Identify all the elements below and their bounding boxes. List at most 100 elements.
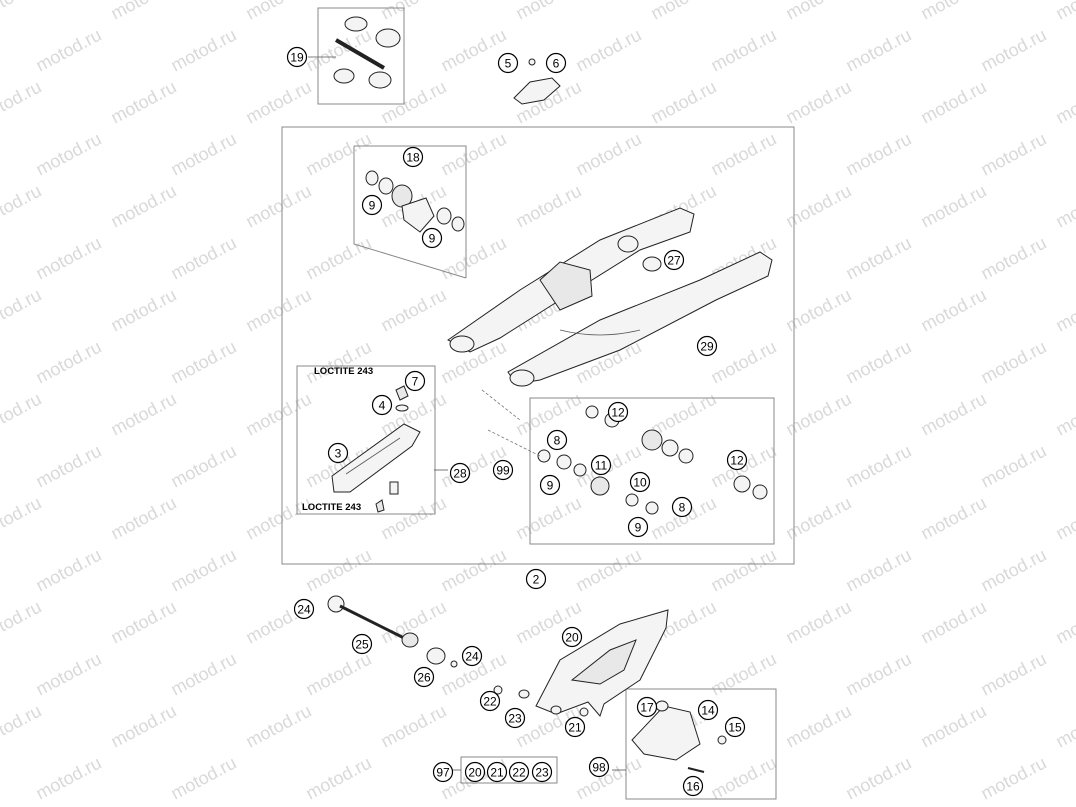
watermark-text: motod.ru <box>917 0 989 24</box>
callout-number: 14 <box>701 704 715 718</box>
watermark-text: motod.ru <box>32 129 104 180</box>
watermark-text: motod.ru <box>647 77 719 128</box>
callout-number: 17 <box>640 701 654 715</box>
callout-12: 12 <box>726 449 748 471</box>
swingarm <box>447 207 773 387</box>
callout-24: 24 <box>293 598 315 620</box>
watermark-text: motod.ru <box>782 389 854 440</box>
callout-2: 2 <box>525 568 547 590</box>
callout-circle <box>607 401 629 423</box>
callout-number: 10 <box>633 476 647 490</box>
watermark-text: motod.ru <box>167 25 239 76</box>
callout-number: 2 <box>533 573 540 587</box>
frame-pivot-bracket-lower <box>353 146 467 279</box>
callout-number: 4 <box>379 399 386 413</box>
callout-number: 6 <box>553 57 560 71</box>
watermark-text: motod.ru <box>242 701 314 752</box>
watermark-text: motod.ru <box>167 441 239 492</box>
watermark-text: motod.ru <box>107 285 179 336</box>
callout-29: 29 <box>696 335 718 357</box>
callout-number: 15 <box>728 721 742 735</box>
callout-circle <box>492 459 514 481</box>
watermark-text: motod.ru <box>782 0 854 24</box>
watermark-text: motod.ru <box>1052 493 1076 544</box>
callout-number: 8 <box>554 434 561 448</box>
watermark-text: motod.ru <box>782 701 854 752</box>
watermark-text: motod.ru <box>302 129 374 180</box>
watermark-text: motod.ru <box>782 493 854 544</box>
callout-number: 12 <box>730 454 744 468</box>
callout-number: 27 <box>667 254 681 268</box>
watermark-text: motod.ru <box>572 545 644 596</box>
watermark-text: motod.ru <box>917 77 989 128</box>
watermark-text: motod.ru <box>242 389 314 440</box>
callout-number: 28 <box>453 467 467 481</box>
callout-23: 23 <box>531 761 553 783</box>
watermark-text: motod.ru <box>512 0 584 24</box>
callout-99: 99 <box>492 459 514 481</box>
callout-number: 7 <box>412 375 419 389</box>
callout-circle <box>629 471 651 493</box>
watermark-text: motod.ru <box>437 545 509 596</box>
watermark-text: motod.ru <box>917 389 989 440</box>
callout-circle <box>351 633 373 655</box>
watermark-text: motod.ru <box>167 129 239 180</box>
note-loctite-top: LOCTITE 243 <box>314 366 373 377</box>
watermark-text: motod.ru <box>302 337 374 388</box>
watermark-text: motod.ru <box>842 233 914 284</box>
watermark-text: motod.ru <box>977 441 1049 492</box>
callout-22: 22 <box>508 761 530 783</box>
watermark-text: motod.ru <box>32 25 104 76</box>
callout-number: 97 <box>436 766 450 780</box>
frame-chain-guide <box>625 688 777 800</box>
watermark-text: motod.ru <box>1052 597 1076 648</box>
callout-circle <box>546 429 568 451</box>
watermark-text: motod.ru <box>977 753 1049 804</box>
frame-swingarm-group <box>281 126 795 565</box>
watermark-text: motod.ru <box>707 25 779 76</box>
callout-circle <box>539 474 561 496</box>
callout-circle <box>461 645 483 667</box>
watermark-text: motod.ru <box>782 597 854 648</box>
callout-circle <box>636 696 658 718</box>
watermark-text: motod.ru <box>842 129 914 180</box>
callout-28: 28 <box>449 462 471 484</box>
callout-number: 9 <box>429 232 436 246</box>
watermark-text: motod.ru <box>302 753 374 804</box>
watermark-text: motod.ru <box>0 597 45 648</box>
callout-23: 23 <box>504 707 526 729</box>
callout-number: 26 <box>417 671 431 685</box>
watermark-text: motod.ru <box>377 701 449 752</box>
callout-6: 6 <box>545 52 567 74</box>
callout-circle <box>726 449 748 471</box>
watermark-text: motod.ru <box>707 337 779 388</box>
watermark-text: motod.ru <box>32 753 104 804</box>
watermark-text: motod.ru <box>842 753 914 804</box>
watermark-text: motod.ru <box>167 337 239 388</box>
watermark-text: motod.ru <box>242 285 314 336</box>
watermark-text: motod.ru <box>782 77 854 128</box>
watermark-text: motod.ru <box>32 233 104 284</box>
callout-18: 18 <box>402 146 424 168</box>
watermark-text: motod.ru <box>302 25 374 76</box>
callout-circle <box>545 52 567 74</box>
callout-8: 8 <box>671 496 693 518</box>
callout-circle <box>564 716 586 738</box>
callout-number: 24 <box>465 650 479 664</box>
callout-14: 14 <box>697 699 719 721</box>
pivot-bearings <box>365 170 465 233</box>
callout-number: 9 <box>635 521 642 535</box>
watermark-text: motod.ru <box>32 337 104 388</box>
frame-group-19 <box>317 7 405 105</box>
watermark-text: motod.ru <box>707 129 779 180</box>
callout-circle <box>286 46 308 68</box>
callout-circle <box>413 666 435 688</box>
callout-circle <box>531 761 553 783</box>
callout-circle <box>663 249 685 271</box>
watermark-text: motod.ru <box>302 233 374 284</box>
part-14-chain-guide <box>631 700 727 773</box>
watermark-text: motod.ru <box>167 233 239 284</box>
callout-21: 21 <box>564 716 586 738</box>
callout-circle <box>697 699 719 721</box>
callout-circle <box>449 462 471 484</box>
